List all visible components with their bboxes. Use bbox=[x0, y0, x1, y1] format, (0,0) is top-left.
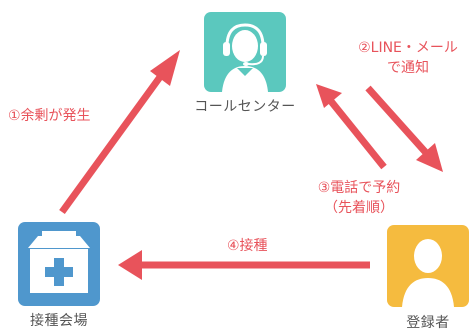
arrow-registrant-to-call-center bbox=[316, 84, 387, 170]
step2-label-line1: ②LINE・メール bbox=[358, 40, 458, 56]
arrow-call-center-to-registrant bbox=[365, 85, 443, 172]
registrant-label: 登録者 bbox=[406, 315, 450, 331]
step4-label: ④接種 bbox=[227, 238, 268, 254]
arrow-registrant-to-venue bbox=[118, 250, 370, 280]
hospital-building-icon bbox=[18, 222, 100, 306]
step3-label: ③電話で予約 （先着順） bbox=[300, 178, 418, 218]
step3-label-line1: ③電話で予約 bbox=[317, 180, 401, 196]
call-center-label: コールセンター bbox=[194, 99, 296, 115]
step2-label: ②LINE・メール で通知 bbox=[352, 38, 464, 78]
step3-label-line2: （先着順） bbox=[324, 200, 394, 216]
headset-operator-icon bbox=[204, 12, 286, 92]
step1-label: ①余剰が発生 bbox=[8, 108, 91, 124]
person-silhouette-icon bbox=[387, 225, 469, 307]
venue-label: 接種会場 bbox=[30, 313, 88, 329]
arrow-venue-to-call-center bbox=[59, 50, 180, 215]
step2-label-line2: で通知 bbox=[387, 60, 429, 76]
